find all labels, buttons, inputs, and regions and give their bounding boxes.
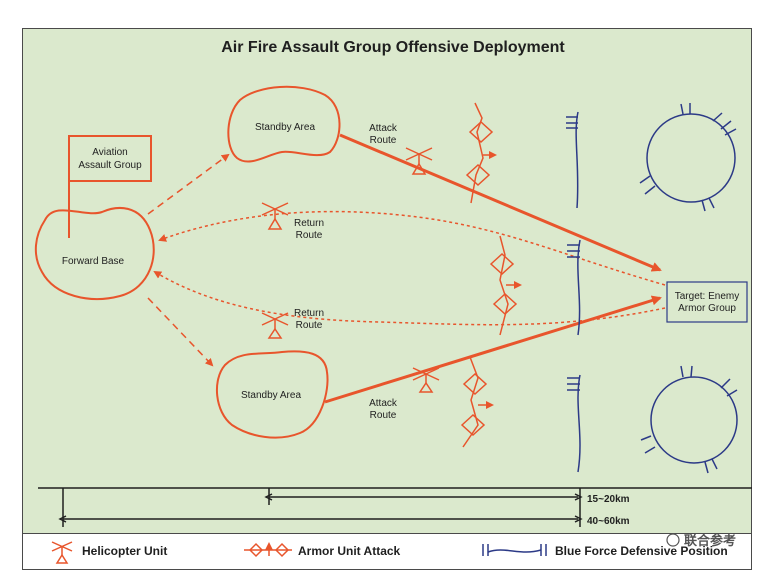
deploy-link-bottom bbox=[147, 297, 214, 367]
attack-route-top-line bbox=[339, 133, 662, 272]
distance-long-label: 40~60km bbox=[587, 516, 630, 527]
legend-armor-icon bbox=[244, 542, 292, 558]
armor-attack-formation-middle bbox=[489, 235, 522, 336]
watermark-text: 联合参考 bbox=[684, 533, 736, 548]
return-route-bottom-label-2: Route bbox=[296, 320, 323, 331]
helicopter-icon bbox=[261, 202, 289, 230]
return-route-top-line bbox=[158, 210, 666, 286]
return-route-bottom-line bbox=[153, 270, 666, 326]
blue-force-position-top bbox=[566, 111, 579, 209]
attack-route-top-label-2: Route bbox=[370, 135, 397, 146]
helicopter-icon bbox=[412, 367, 440, 393]
watermark-icon bbox=[666, 533, 680, 547]
legend-helicopter-label: Helicopter Unit bbox=[82, 544, 167, 558]
standby-area-bottom: Standby Area bbox=[215, 350, 329, 439]
legend-blue-force-icon bbox=[482, 544, 547, 556]
legend-armor-label: Armor Unit Attack bbox=[298, 544, 401, 558]
target-enemy-armor-group: Target: Enemy Armor Group bbox=[666, 281, 748, 323]
legend-helicopter-icon bbox=[51, 541, 73, 564]
legend-panel bbox=[22, 533, 752, 570]
return-route-bottom-label-1: Return bbox=[294, 308, 324, 319]
aviation-assault-group: Aviation Assault Group bbox=[68, 135, 152, 238]
blue-force-circle-bottom bbox=[640, 365, 738, 474]
helicopter-icon bbox=[261, 312, 289, 339]
standby-area-bottom-label: Standby Area bbox=[241, 390, 301, 401]
blue-force-circle-top bbox=[639, 103, 737, 212]
distance-scale bbox=[38, 487, 752, 527]
deploy-link-top bbox=[147, 153, 230, 215]
attack-route-bottom-label-1: Attack bbox=[369, 398, 398, 409]
forward-base: Forward Base bbox=[34, 207, 155, 300]
attack-route-top-label-1: Attack bbox=[369, 123, 398, 134]
blue-force-position-bottom bbox=[567, 374, 581, 473]
standby-area-top-label: Standby Area bbox=[255, 122, 315, 133]
armor-attack-formation-bottom bbox=[460, 356, 494, 448]
diagram-panel bbox=[22, 28, 752, 570]
aviation-label-line2: Assault Group bbox=[78, 160, 142, 171]
forward-base-label: Forward Base bbox=[62, 256, 125, 267]
return-route-top-label-2: Route bbox=[296, 230, 323, 241]
legend-blue-force-label: Blue Force Defensive Position bbox=[555, 544, 728, 558]
attack-route-bottom-label-2: Route bbox=[370, 410, 397, 421]
helicopter-icon bbox=[405, 147, 433, 175]
target-label-line2: Armor Group bbox=[678, 303, 736, 314]
attack-route-bottom-line bbox=[324, 295, 662, 404]
return-route-top-label-1: Return bbox=[294, 218, 324, 229]
armor-attack-formation-top bbox=[465, 102, 497, 204]
target-label-line1: Target: Enemy bbox=[675, 291, 739, 302]
distance-short-label: 15~20km bbox=[587, 494, 630, 505]
aviation-label-line1: Aviation bbox=[92, 147, 127, 158]
blue-force-position-middle bbox=[567, 239, 581, 336]
diagram-title: Air Fire Assault Group Offensive Deploym… bbox=[221, 39, 565, 56]
standby-area-top: Standby Area bbox=[227, 85, 341, 163]
